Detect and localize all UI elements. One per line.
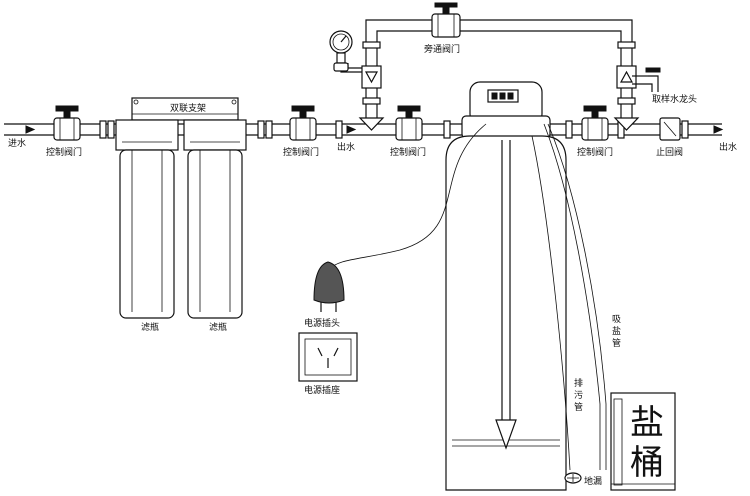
label-control-valve-3: 控制阀门 (390, 146, 426, 158)
filter-bottle-1 (115, 119, 179, 319)
salt-tank (610, 392, 676, 491)
check-valve (659, 117, 681, 141)
label-outlet-1: 出水 (337, 141, 355, 153)
label-sampling-tap: 取样水龙头 (652, 93, 697, 105)
power-plug (313, 261, 345, 312)
outlet-arrow-1 (346, 125, 357, 134)
outlet-arrow-2 (713, 125, 724, 134)
label-drain-pipe: 排污管 (574, 377, 583, 413)
bypass-tee-right (613, 117, 640, 131)
label-floor-drain: 地漏 (584, 475, 602, 487)
label-filter-bottle-1: 滤瓶 (141, 321, 159, 333)
label-inlet: 进水 (8, 137, 26, 149)
control-valve-1[interactable] (53, 105, 81, 141)
control-valve-4[interactable] (581, 105, 609, 141)
label-control-valve-1: 控制阀门 (46, 146, 82, 158)
pressure-gauge (329, 30, 362, 73)
control-valve-3[interactable] (395, 105, 423, 141)
power-cable (327, 123, 487, 271)
label-brine-suction-pipe: 吸盐管 (612, 314, 621, 349)
label-salt-tank: 盐桶 (630, 403, 664, 483)
bypass-valve[interactable] (431, 2, 461, 38)
bypass-check-left (361, 65, 382, 89)
control-valve-2[interactable] (289, 105, 317, 141)
label-bypass-valve: 旁通阀门 (424, 43, 460, 55)
softener-tank (445, 81, 567, 491)
bypass-check-right (616, 65, 637, 89)
label-check-valve: 止回阀 (656, 146, 683, 158)
filter-bottle-2 (183, 119, 247, 319)
label-control-valve-4: 控制阀门 (577, 146, 613, 158)
label-outlet-2: 出水 (719, 141, 737, 153)
label-dual-bracket: 双联支架 (170, 102, 206, 114)
label-power-socket: 电源插座 (304, 384, 340, 396)
label-filter-bottle-2: 滤瓶 (209, 321, 227, 333)
sampling-tap[interactable] (632, 67, 661, 92)
brine-suction-pipe (543, 123, 607, 470)
floor-drain (564, 472, 582, 484)
bypass-tee-left (358, 117, 385, 131)
label-power-plug: 电源插头 (304, 317, 340, 329)
label-control-valve-2: 控制阀门 (283, 146, 319, 158)
power-socket (298, 332, 358, 382)
drain-pipe (531, 135, 571, 471)
inlet-arrow (25, 125, 36, 134)
main-pipe (4, 120, 722, 139)
